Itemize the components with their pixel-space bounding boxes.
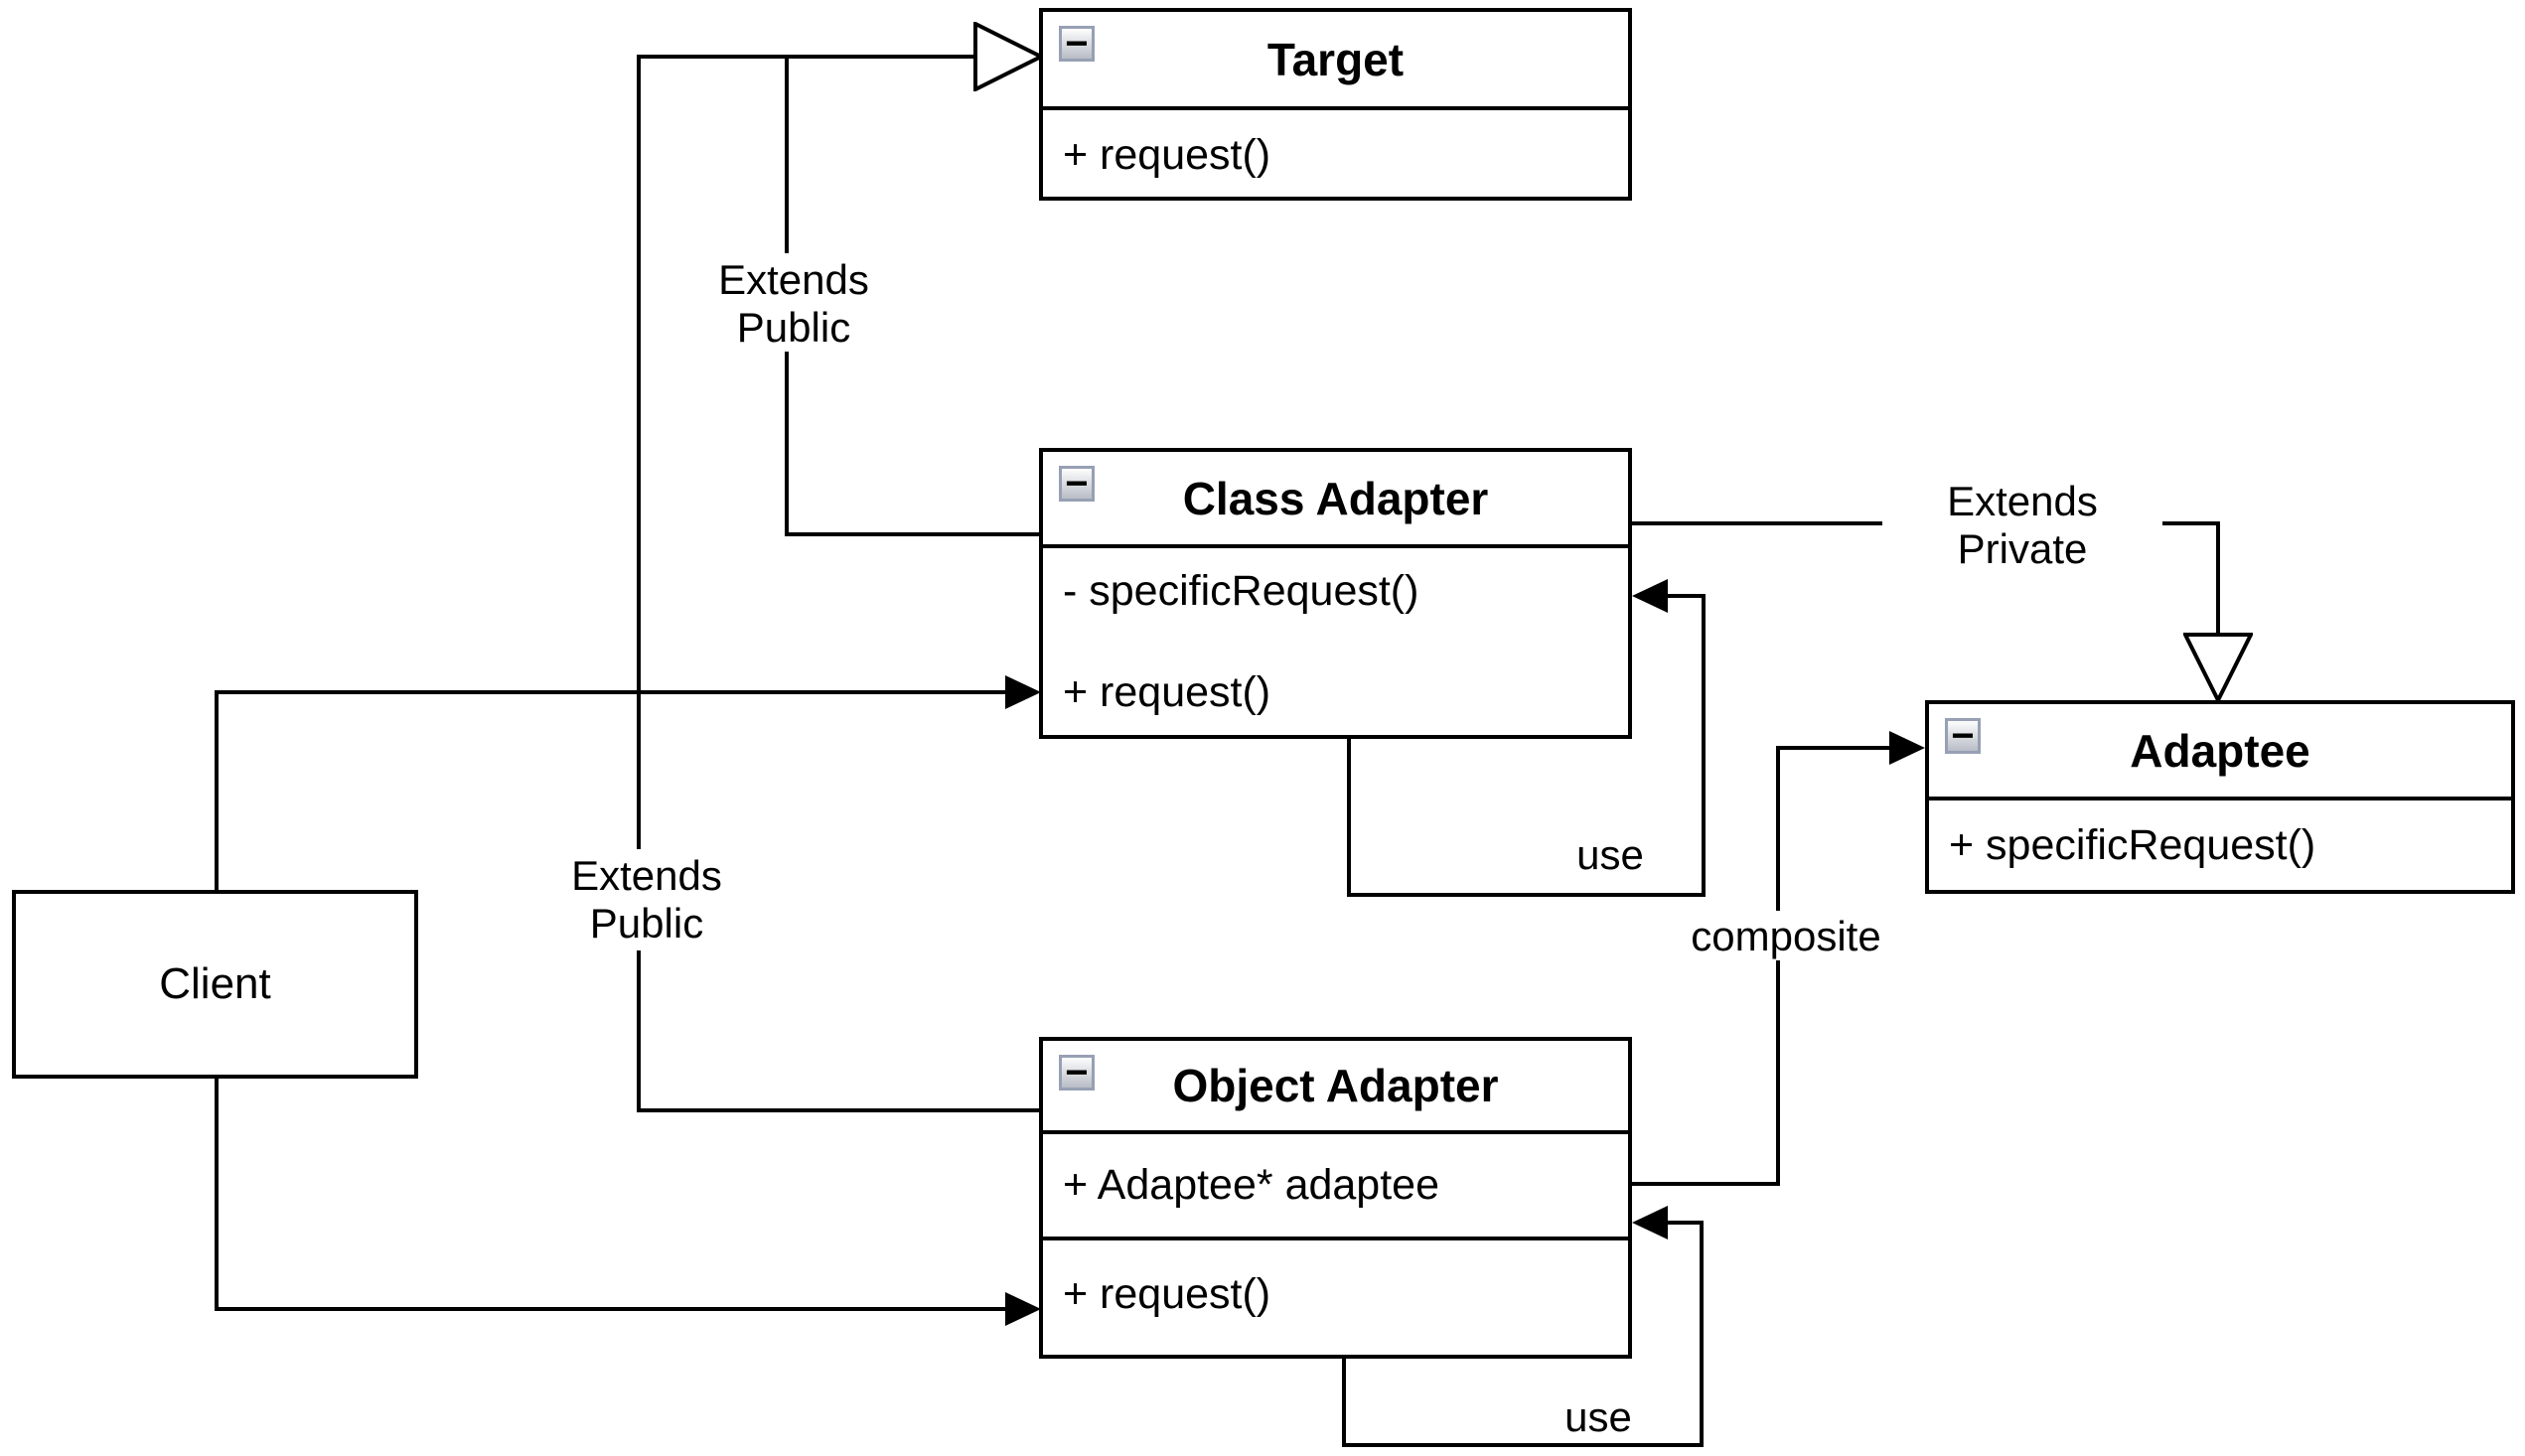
edge-use-objectadapter-down	[1342, 1357, 1346, 1445]
method-row-adaptee-specificrequest: + specificRequest()	[1949, 820, 2316, 869]
label-extends-public-bottom-line1: Extends	[571, 852, 722, 899]
edge-use-objectadapter-bottom	[1342, 1443, 1704, 1447]
edge-extends-public-bottom-horizontal	[637, 1108, 1041, 1112]
arrowhead-client-classadapter-icon	[1005, 675, 1041, 709]
edge-composite-horizontal-lower	[1632, 1182, 1780, 1186]
edge-composite-vertical-lower	[1776, 958, 1780, 1184]
label-extends-private: Extends Private	[1882, 478, 2162, 573]
edge-extends-public-top-vertical-lower	[785, 343, 789, 536]
label-extends-private-line1: Extends	[1947, 478, 2098, 524]
edge-use-classadapter-up	[1702, 594, 1706, 897]
collapse-icon[interactable]: −	[1059, 24, 1095, 64]
label-extends-public-top: Extends Public	[654, 256, 934, 352]
edge-client-objectadapter-vertical	[215, 1075, 219, 1309]
edge-use-classadapter-down	[1347, 737, 1351, 897]
edge-use-objectadapter-up	[1700, 1221, 1704, 1447]
class-title-client: Client	[159, 959, 271, 1008]
class-box-client[interactable]: Client	[12, 890, 418, 1079]
generalization-triangle-target-icon	[973, 22, 1043, 91]
class-title-target: Target	[1266, 33, 1405, 85]
class-header-adaptee: − Adaptee	[1929, 704, 2511, 801]
method-row-classadapter-specificrequest: - specificRequest()	[1063, 567, 1419, 615]
class-title-class-adapter: Class Adapter	[1182, 472, 1489, 524]
edge-extends-public-top-horizontal	[785, 532, 1041, 536]
edge-use-classadapter-into-box	[1666, 594, 1704, 598]
edge-extends-private-vertical	[2216, 521, 2220, 635]
label-use-objectadapter: use	[1523, 1393, 1674, 1441]
edge-extends-public-bottom-vertical-upper	[637, 55, 641, 849]
label-extends-private-line2: Private	[1957, 525, 2088, 572]
label-composite: composite	[1651, 913, 1921, 960]
arrowhead-use-classadapter-icon	[1632, 579, 1668, 613]
class-header-class-adapter: − Class Adapter	[1043, 452, 1628, 548]
arrowhead-client-objectadapter-icon	[1005, 1292, 1041, 1326]
edge-client-objectadapter-horizontal	[215, 1307, 1007, 1311]
label-extends-public-top-line2: Public	[736, 304, 851, 351]
attribute-row-objectadapter-adaptee: + Adaptee* adaptee	[1043, 1134, 1628, 1240]
class-box-object-adapter[interactable]: − Object Adapter + Adaptee* adaptee + re…	[1039, 1037, 1632, 1359]
edge-use-objectadapter-into-box	[1666, 1221, 1702, 1225]
label-extends-public-bottom: Extends Public	[507, 852, 787, 947]
class-title-object-adapter: Object Adapter	[1172, 1060, 1499, 1111]
edge-composite-vertical-upper	[1776, 746, 1780, 911]
arrowhead-use-objectadapter-icon	[1632, 1206, 1668, 1239]
collapse-icon[interactable]: −	[1945, 716, 1981, 756]
method-row-target-request: + request()	[1063, 131, 1271, 179]
generalization-triangle-adaptee-icon	[2183, 633, 2253, 702]
collapse-icon[interactable]: −	[1059, 464, 1095, 504]
label-extends-public-top-line1: Extends	[718, 256, 869, 303]
edge-extends-top-horizontal	[637, 55, 975, 59]
edge-composite-horizontal-upper	[1776, 746, 1891, 750]
edge-extends-public-bottom-vertical-lower	[637, 950, 641, 1112]
label-use-classadapter: use	[1535, 831, 1686, 879]
class-title-adaptee: Adaptee	[2130, 724, 2310, 777]
collapse-icon[interactable]: −	[1059, 1053, 1095, 1092]
arrowhead-composite-icon	[1889, 731, 1925, 765]
method-row-objectadapter-request: + request()	[1063, 1270, 1271, 1318]
class-header-object-adapter: − Object Adapter	[1043, 1041, 1628, 1134]
class-body-class-adapter: - specificRequest() + request()	[1043, 548, 1628, 735]
class-header-target: − Target	[1043, 12, 1628, 110]
edge-use-classadapter-bottom	[1347, 893, 1706, 897]
edge-client-classadapter-horizontal	[215, 690, 1007, 694]
label-extends-public-bottom-line2: Public	[589, 900, 704, 946]
class-box-target[interactable]: − Target + request()	[1039, 8, 1632, 201]
class-box-adaptee[interactable]: − Adaptee + specificRequest()	[1925, 700, 2515, 894]
class-box-class-adapter[interactable]: − Class Adapter - specificRequest() + re…	[1039, 448, 1632, 739]
edge-extends-public-top-vertical-upper	[785, 55, 789, 253]
method-row-classadapter-request: + request()	[1063, 668, 1271, 716]
edge-client-classadapter-vertical	[215, 690, 219, 892]
